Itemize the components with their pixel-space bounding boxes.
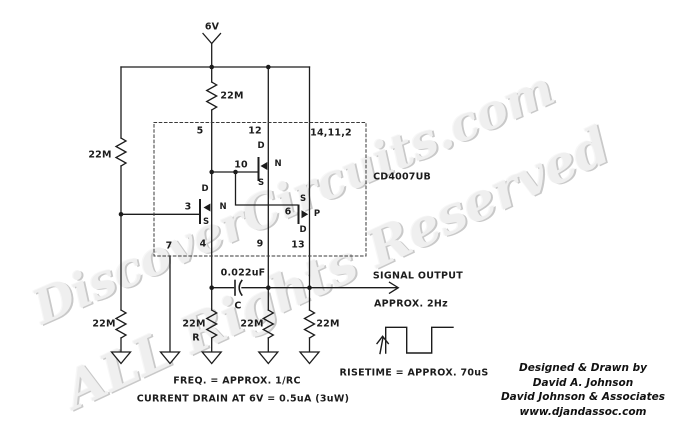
credits-line-1: Designed & Drawn by bbox=[519, 362, 647, 374]
wires bbox=[120, 66, 311, 353]
credits-line-2: David A. Johnson bbox=[532, 376, 634, 389]
supply-arrow-icon bbox=[202, 32, 222, 68]
output-frequency-label: APPROX. 2Hz bbox=[374, 298, 448, 310]
nmos-lower-source-label: S bbox=[202, 217, 210, 227]
pin-label-4: 4 bbox=[199, 238, 207, 250]
credits-website: www.djandassoc.com bbox=[519, 405, 647, 418]
pmos-source-label: S bbox=[299, 193, 307, 204]
resistor-timing-name: R bbox=[192, 332, 200, 344]
resistor-top-value: 22M bbox=[220, 90, 244, 102]
pin-label-9: 9 bbox=[256, 238, 264, 250]
capacitor-name-label: C bbox=[234, 300, 242, 312]
junction-dots bbox=[118, 64, 312, 291]
resistor-output-value: 22M bbox=[316, 318, 340, 330]
pin-label-6: 6 bbox=[284, 206, 292, 218]
signal-output-arrow bbox=[308, 281, 400, 295]
nmos-lower-type-label: N bbox=[219, 202, 227, 212]
resistor-left-lower-value: 22M bbox=[92, 318, 116, 330]
pmos-drain-label: D bbox=[299, 224, 307, 235]
nmos-lower-drain-label: D bbox=[201, 184, 209, 194]
transistor-nmos-upper bbox=[257, 157, 268, 181]
resistors bbox=[114, 81, 316, 339]
resistor-left-upper-value: 22M bbox=[88, 149, 112, 161]
note-risetime: RISETIME = APPROX. 70uS bbox=[339, 367, 489, 379]
credits-line-3: David Johnson & Associates bbox=[500, 391, 666, 404]
ground-symbols bbox=[110, 351, 321, 365]
pin-label-7: 7 bbox=[165, 240, 173, 252]
transistor-pmos bbox=[297, 204, 309, 224]
supply-voltage-label: 6V bbox=[204, 21, 220, 33]
capacitor-symbol bbox=[234, 279, 243, 297]
pin-label-5: 5 bbox=[196, 125, 204, 137]
credits-block: Designed & Drawn by David A. Johnson Dav… bbox=[468, 361, 681, 419]
resistor-timing-value: 22M bbox=[182, 318, 206, 330]
pin-label-13: 13 bbox=[291, 239, 305, 251]
nmos-upper-source-label: S bbox=[257, 178, 265, 188]
capacitor-value-label: 0.022uF bbox=[220, 267, 266, 279]
pin-label-3: 3 bbox=[184, 201, 192, 213]
resistor-middle-value: 22M bbox=[240, 318, 264, 330]
nmos-upper-type-label: N bbox=[274, 159, 282, 169]
pin-label-12: 12 bbox=[248, 125, 262, 137]
nmos-upper-drain-label: D bbox=[257, 141, 265, 151]
pmos-type-label: P bbox=[313, 209, 321, 219]
note-frequency: FREQ. = APPROX. 1/RC bbox=[173, 375, 301, 387]
ic-name-label: CD4007UB bbox=[373, 171, 431, 183]
waveform bbox=[376, 326, 454, 355]
ic-boundary bbox=[153, 122, 367, 257]
transistor-nmos-lower bbox=[199, 199, 211, 224]
note-current-drain: CURRENT DRAIN AT 6V = 0.5uA (3uW) bbox=[136, 393, 350, 405]
pin-label-14-11-2: 14,11,2 bbox=[310, 127, 352, 139]
signal-output-label: SIGNAL OUTPUT bbox=[372, 270, 464, 282]
pin-label-10: 10 bbox=[234, 159, 248, 171]
